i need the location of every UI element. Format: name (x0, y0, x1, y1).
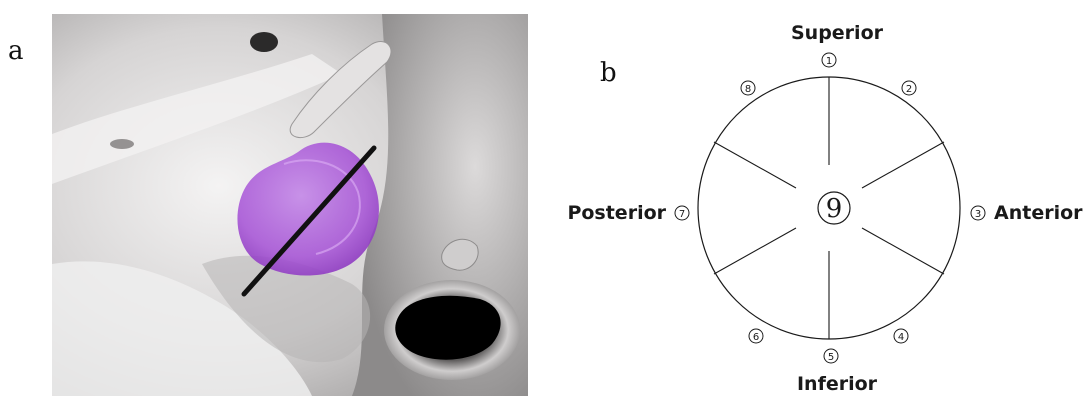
position-5: 5 (824, 349, 838, 363)
position-7-label: 7 (679, 209, 685, 220)
position-3-label: 3 (975, 209, 981, 220)
direction-inferior: Inferior (797, 373, 878, 395)
position-3: 3 (971, 206, 985, 220)
position-6-label: 6 (753, 332, 759, 343)
direction-posterior: Posterior (567, 202, 666, 224)
bone-foramen (250, 32, 278, 52)
position-6: 6 (749, 329, 763, 343)
position-8-label: 8 (745, 84, 751, 95)
clock-position-diagram: 9 Superior Inferior Posterior Anterior 1… (560, 0, 1085, 396)
clock-diagram-svg: 9 Superior Inferior Posterior Anterior 1… (560, 0, 1085, 396)
position-2: 2 (902, 81, 916, 95)
surface-rendering-svg (52, 14, 528, 396)
surface-rendering-image (52, 14, 528, 396)
position-1: 1 (822, 53, 836, 67)
panel-label-a: a (8, 36, 24, 66)
position-4-label: 4 (898, 332, 904, 343)
position-2-label: 2 (906, 84, 912, 95)
direction-anterior: Anterior (994, 202, 1083, 224)
position-8: 8 (741, 81, 755, 95)
position-5-label: 5 (828, 352, 834, 363)
position-7: 7 (675, 206, 689, 220)
bone-pit (110, 139, 134, 149)
direction-superior: Superior (791, 22, 884, 44)
position-1-label: 1 (826, 56, 832, 67)
center-number: 9 (826, 194, 843, 224)
position-4: 4 (894, 329, 908, 343)
